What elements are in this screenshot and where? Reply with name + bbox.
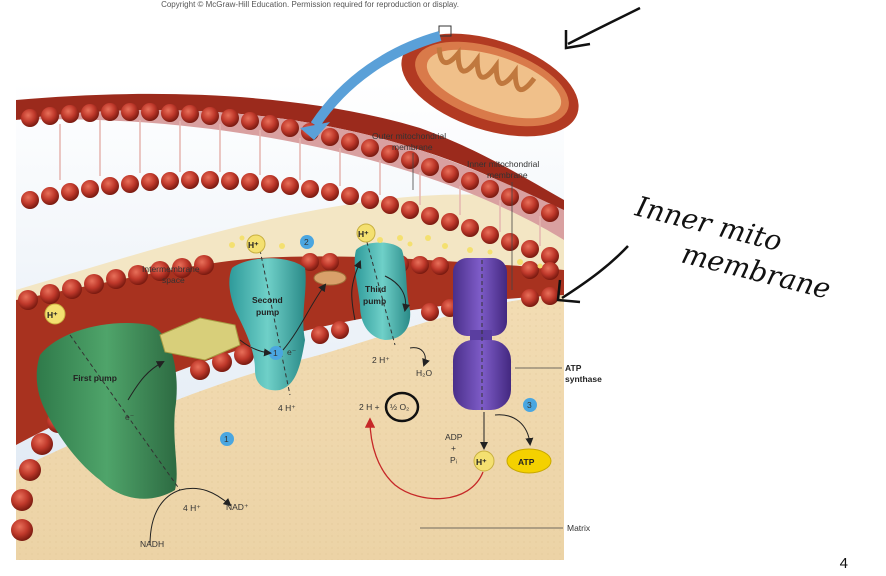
svg-text:1: 1 (273, 348, 278, 358)
half-o2-label: ½ O₂ (390, 402, 409, 412)
atp-synthase-label-2: synthase (565, 374, 602, 384)
ubiquinone-carrier (159, 317, 241, 361)
svg-text:ATP: ATP (518, 457, 535, 467)
h-plus-badge-second: H⁺ (246, 234, 266, 254)
h-plus-badge-third: H⁺ (356, 223, 376, 243)
outer-membrane (16, 93, 564, 265)
second-pump-label-1: Second (252, 295, 283, 305)
outer-membrane-label-2: membrane (392, 142, 433, 152)
svg-text:1: 1 (224, 434, 229, 444)
inner-membrane (11, 253, 564, 541)
atp-badge: ATP (506, 448, 552, 474)
copyright-notice: Copyright © McGraw-Hill Education. Permi… (161, 0, 459, 9)
zoom-arrow (310, 31, 442, 128)
handwritten-arrow-top (567, 6, 641, 46)
plus-label: + (451, 443, 456, 453)
svg-text:H⁺: H⁺ (248, 240, 259, 250)
third-pump (354, 242, 411, 340)
page-number: 4 (839, 555, 848, 572)
second-pump-label-2: pump (256, 307, 279, 317)
handwritten-circle (384, 391, 420, 423)
inner-membrane-label-2: membrane (487, 170, 528, 180)
electron-label-second: e⁻ (287, 347, 297, 357)
h-plus-badge-synthase: H⁺ (473, 450, 495, 472)
handwritten-arrow-bottom (561, 245, 629, 300)
pi-label: Pᵢ (450, 455, 457, 465)
first-pump (36, 323, 177, 499)
third-pump-label-2: pump (363, 296, 386, 306)
water-label: H₂O (416, 368, 432, 378)
svg-text:2: 2 (304, 237, 309, 247)
h-plus-badge-first: H⁺ (44, 303, 66, 325)
svg-text:3: 3 (527, 400, 532, 410)
red-return-arrow (364, 417, 484, 500)
svg-text:H⁺: H⁺ (358, 229, 369, 239)
atp-synthase-label-1: ATP (565, 363, 582, 373)
svg-text:H⁺: H⁺ (47, 310, 58, 320)
four-h-second-label: 4 H⁺ (278, 403, 296, 413)
two-h-oxygen-label: 2 H + (359, 402, 380, 412)
step-two-badge: 2 (300, 235, 314, 249)
cytochrome-c (313, 270, 347, 286)
mitochondrion-icon (401, 25, 579, 137)
intermembrane-label-1: Intermembrane (142, 264, 200, 274)
inner-membrane-label-1: Inner mitochondrial (467, 159, 539, 169)
two-h-third-label: 2 H⁺ (372, 355, 390, 365)
nadh-label: NADH (140, 539, 164, 549)
intermembrane-label-2: space (162, 275, 185, 285)
outer-membrane-label-1: Outer mitochondrial (372, 131, 446, 141)
step-three-badge: 3 (523, 398, 537, 412)
step-one-badge-a: 1 (220, 432, 234, 446)
matrix-label: Matrix (567, 523, 591, 533)
second-pump (229, 258, 306, 391)
first-pump-label: First pump (73, 373, 117, 383)
electron-label-first: e⁻ (125, 412, 135, 422)
adp-label: ADP (445, 432, 463, 442)
nad-plus-label: NAD⁺ (226, 502, 249, 512)
step-one-badge-b: 1 (269, 346, 283, 360)
svg-text:H⁺: H⁺ (476, 457, 487, 467)
proton-dots (229, 235, 543, 269)
third-pump-label-1: Third (365, 284, 386, 294)
four-h-first-label: 4 H⁺ (183, 503, 201, 513)
